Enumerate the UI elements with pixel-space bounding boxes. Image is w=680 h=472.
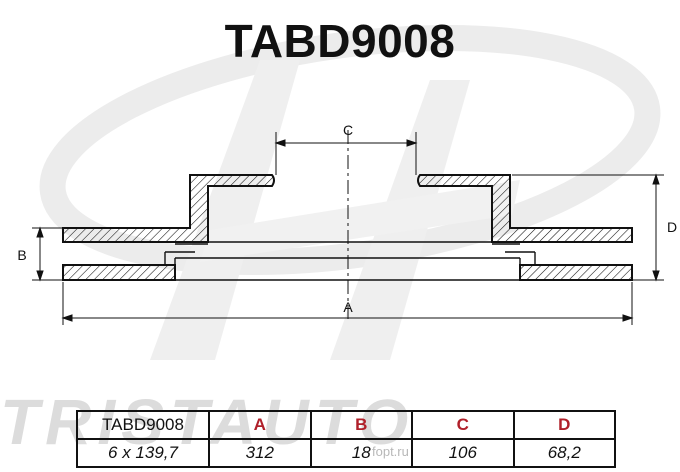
disc-section-right-lower xyxy=(519,264,633,281)
disc-section-left-lower xyxy=(62,264,176,281)
spec-header-part-number: TABD9008 xyxy=(76,410,210,440)
watermark-swoosh xyxy=(39,24,661,276)
dimension-a xyxy=(61,282,634,325)
disc-section-right-upper xyxy=(417,174,633,243)
dimension-label-a: A xyxy=(343,299,353,315)
spec-table-values-row: 6 x 139,7 312 18 106 68,2 xyxy=(76,438,616,468)
spec-value-bolt-pattern: 6 x 139,7 xyxy=(76,438,210,468)
spec-value-c: 106 xyxy=(411,438,515,468)
spec-header-d: D xyxy=(512,410,616,440)
spec-table: TABD9008 A B C D 6 x 139,7 312 18 106 68… xyxy=(76,410,616,468)
spec-header-b: B xyxy=(309,410,413,440)
watermark-letter-left xyxy=(150,60,300,360)
spec-value-b: 18 xyxy=(309,438,413,468)
disc-section-left-upper xyxy=(62,174,275,243)
dimension-b xyxy=(32,226,63,282)
dimension-label-d: D xyxy=(667,219,677,235)
dimension-c xyxy=(274,132,418,175)
dimension-d xyxy=(512,173,664,282)
watermark-site-text: fopt.ru xyxy=(372,444,409,459)
spec-table-header-row: TABD9008 A B C D xyxy=(76,410,616,440)
disc-hub-lines xyxy=(164,241,536,281)
dimension-label-c: C xyxy=(343,122,353,138)
spec-header-a: A xyxy=(208,410,312,440)
spec-header-c: C xyxy=(411,410,515,440)
part-number-title: TABD9008 xyxy=(224,15,456,67)
dimension-label-b: B xyxy=(17,247,26,263)
spec-value-a: 312 xyxy=(208,438,312,468)
spec-value-d: 68,2 xyxy=(512,438,616,468)
